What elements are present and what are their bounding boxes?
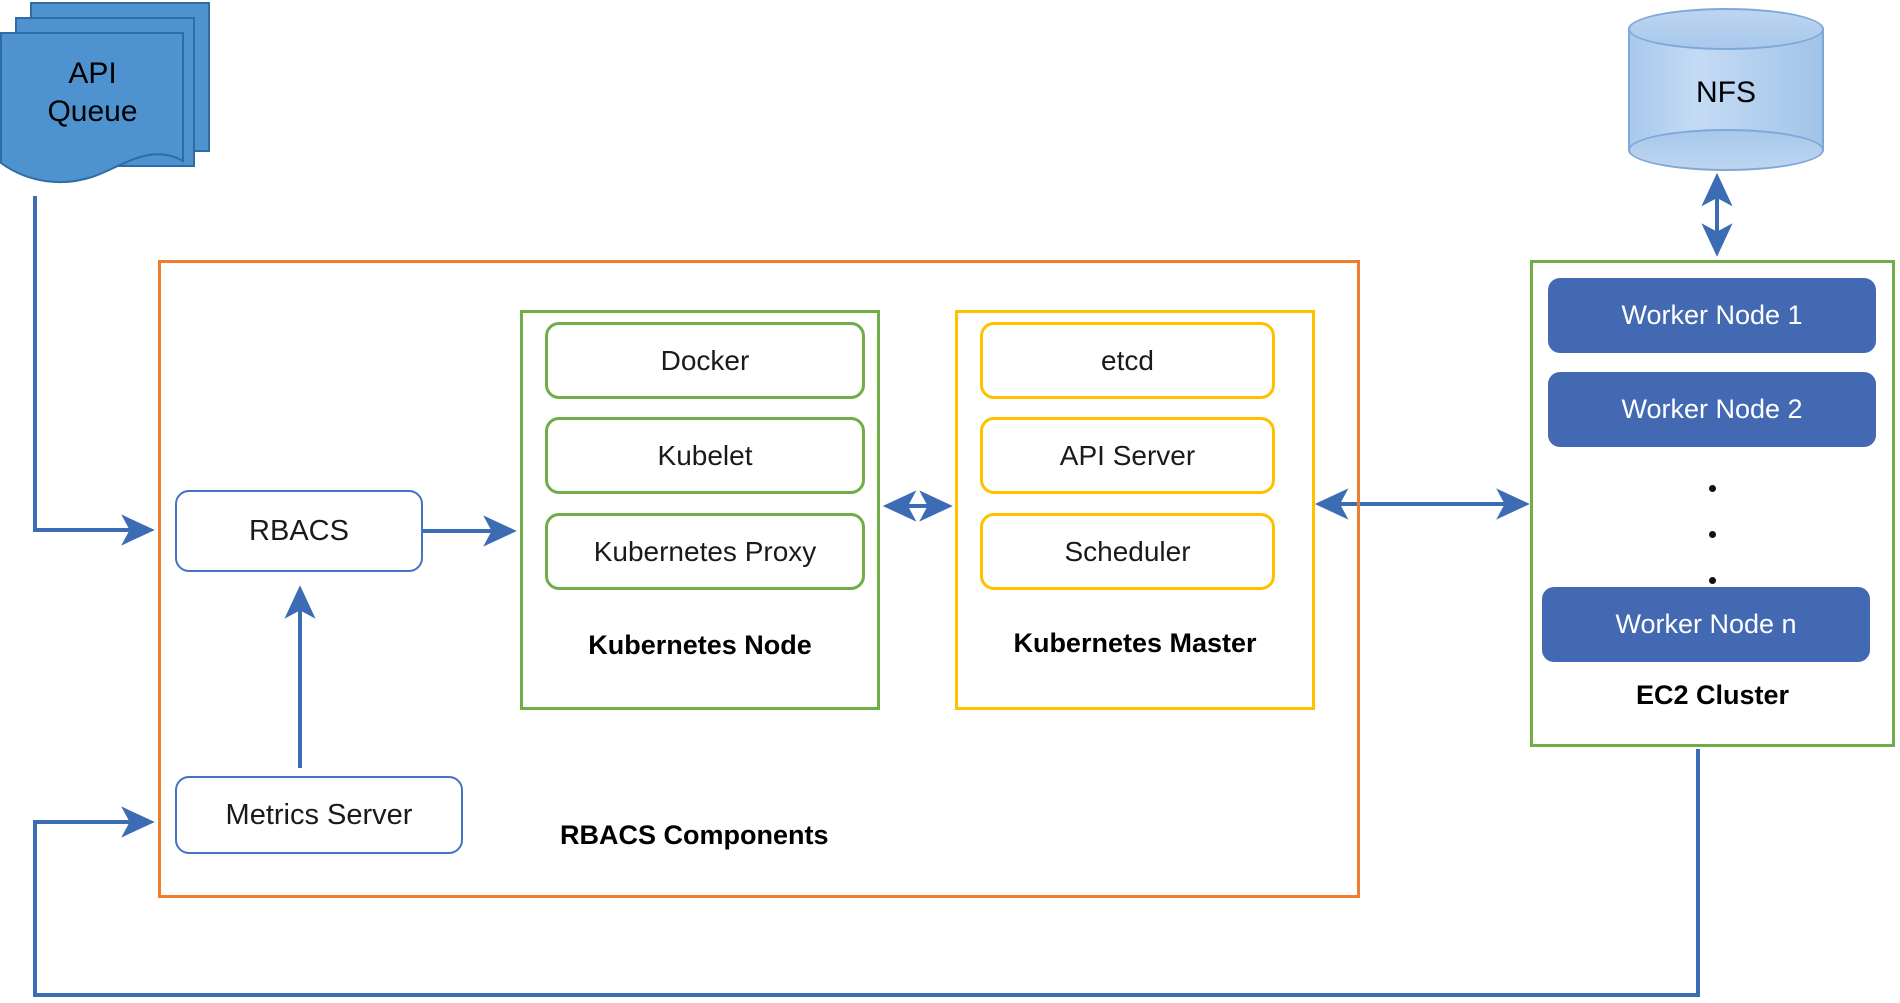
kubernetes-node-box (520, 310, 880, 710)
nfs-storage[interactable]: NFS (1628, 8, 1828, 173)
kubernetes-proxy-label: Kubernetes Proxy (593, 535, 817, 567)
connector-queue-to-rbacs (33, 196, 155, 546)
kubelet-label: Kubelet (657, 439, 753, 471)
nfs-label: NFS (1696, 76, 1756, 109)
worker-node-2[interactable]: Worker Node 2 (1548, 372, 1876, 447)
worker-node-1[interactable]: Worker Node 1 (1548, 278, 1876, 353)
kubernetes-master-component-api-server[interactable]: API Server (980, 417, 1275, 494)
api-server-label: API Server (1059, 439, 1196, 471)
rbacs-label: RBACS (249, 514, 349, 547)
api-queue-sheet-front (0, 32, 184, 184)
docker-label: Docker (660, 344, 750, 376)
ellipsis-dot-1 (1709, 485, 1716, 492)
metrics-server-label: Metrics Server (225, 798, 413, 831)
worker-node-n-label: Worker Node n (1615, 609, 1797, 639)
api-queue-label-line2: Queue (47, 94, 138, 128)
api-queue-label: API Queue (0, 55, 185, 130)
worker-node-n[interactable]: Worker Node n (1542, 587, 1870, 662)
worker-node-1-label: Worker Node 1 (1621, 300, 1803, 330)
api-queue-label-line1: API (68, 57, 117, 90)
kubernetes-node-component-kubernetes-proxy[interactable]: Kubernetes Proxy (545, 513, 865, 590)
kubernetes-master-box (955, 310, 1315, 710)
rbacs-components-label: RBACS Components (560, 820, 829, 850)
ellipsis-dot-3 (1709, 577, 1716, 584)
kubernetes-master-component-etcd[interactable]: etcd (980, 322, 1275, 399)
etcd-label: etcd (1101, 344, 1154, 376)
scheduler-label: Scheduler (1064, 535, 1191, 567)
ellipsis-dot-2 (1709, 531, 1716, 538)
kubernetes-node-component-docker[interactable]: Docker (545, 322, 865, 399)
nfs-cylinder-top (1628, 8, 1824, 50)
kubernetes-master-label: Kubernetes Master (1013, 628, 1257, 658)
rbacs-components-container (158, 260, 1360, 898)
rbacs-box[interactable]: RBACS (175, 490, 423, 572)
metrics-server-box[interactable]: Metrics Server (175, 776, 463, 854)
kubernetes-node-component-kubelet[interactable]: Kubelet (545, 417, 865, 494)
api-queue[interactable]: API Queue (0, 0, 230, 200)
kubernetes-node-label: Kubernetes Node (588, 630, 812, 660)
kubernetes-master-component-scheduler[interactable]: Scheduler (980, 513, 1275, 590)
worker-node-2-label: Worker Node 2 (1621, 394, 1803, 424)
ec2-cluster-label: EC2 Cluster (1635, 680, 1790, 710)
ec2-cluster-box (1530, 260, 1895, 747)
nfs-cylinder-bottom (1628, 129, 1824, 171)
